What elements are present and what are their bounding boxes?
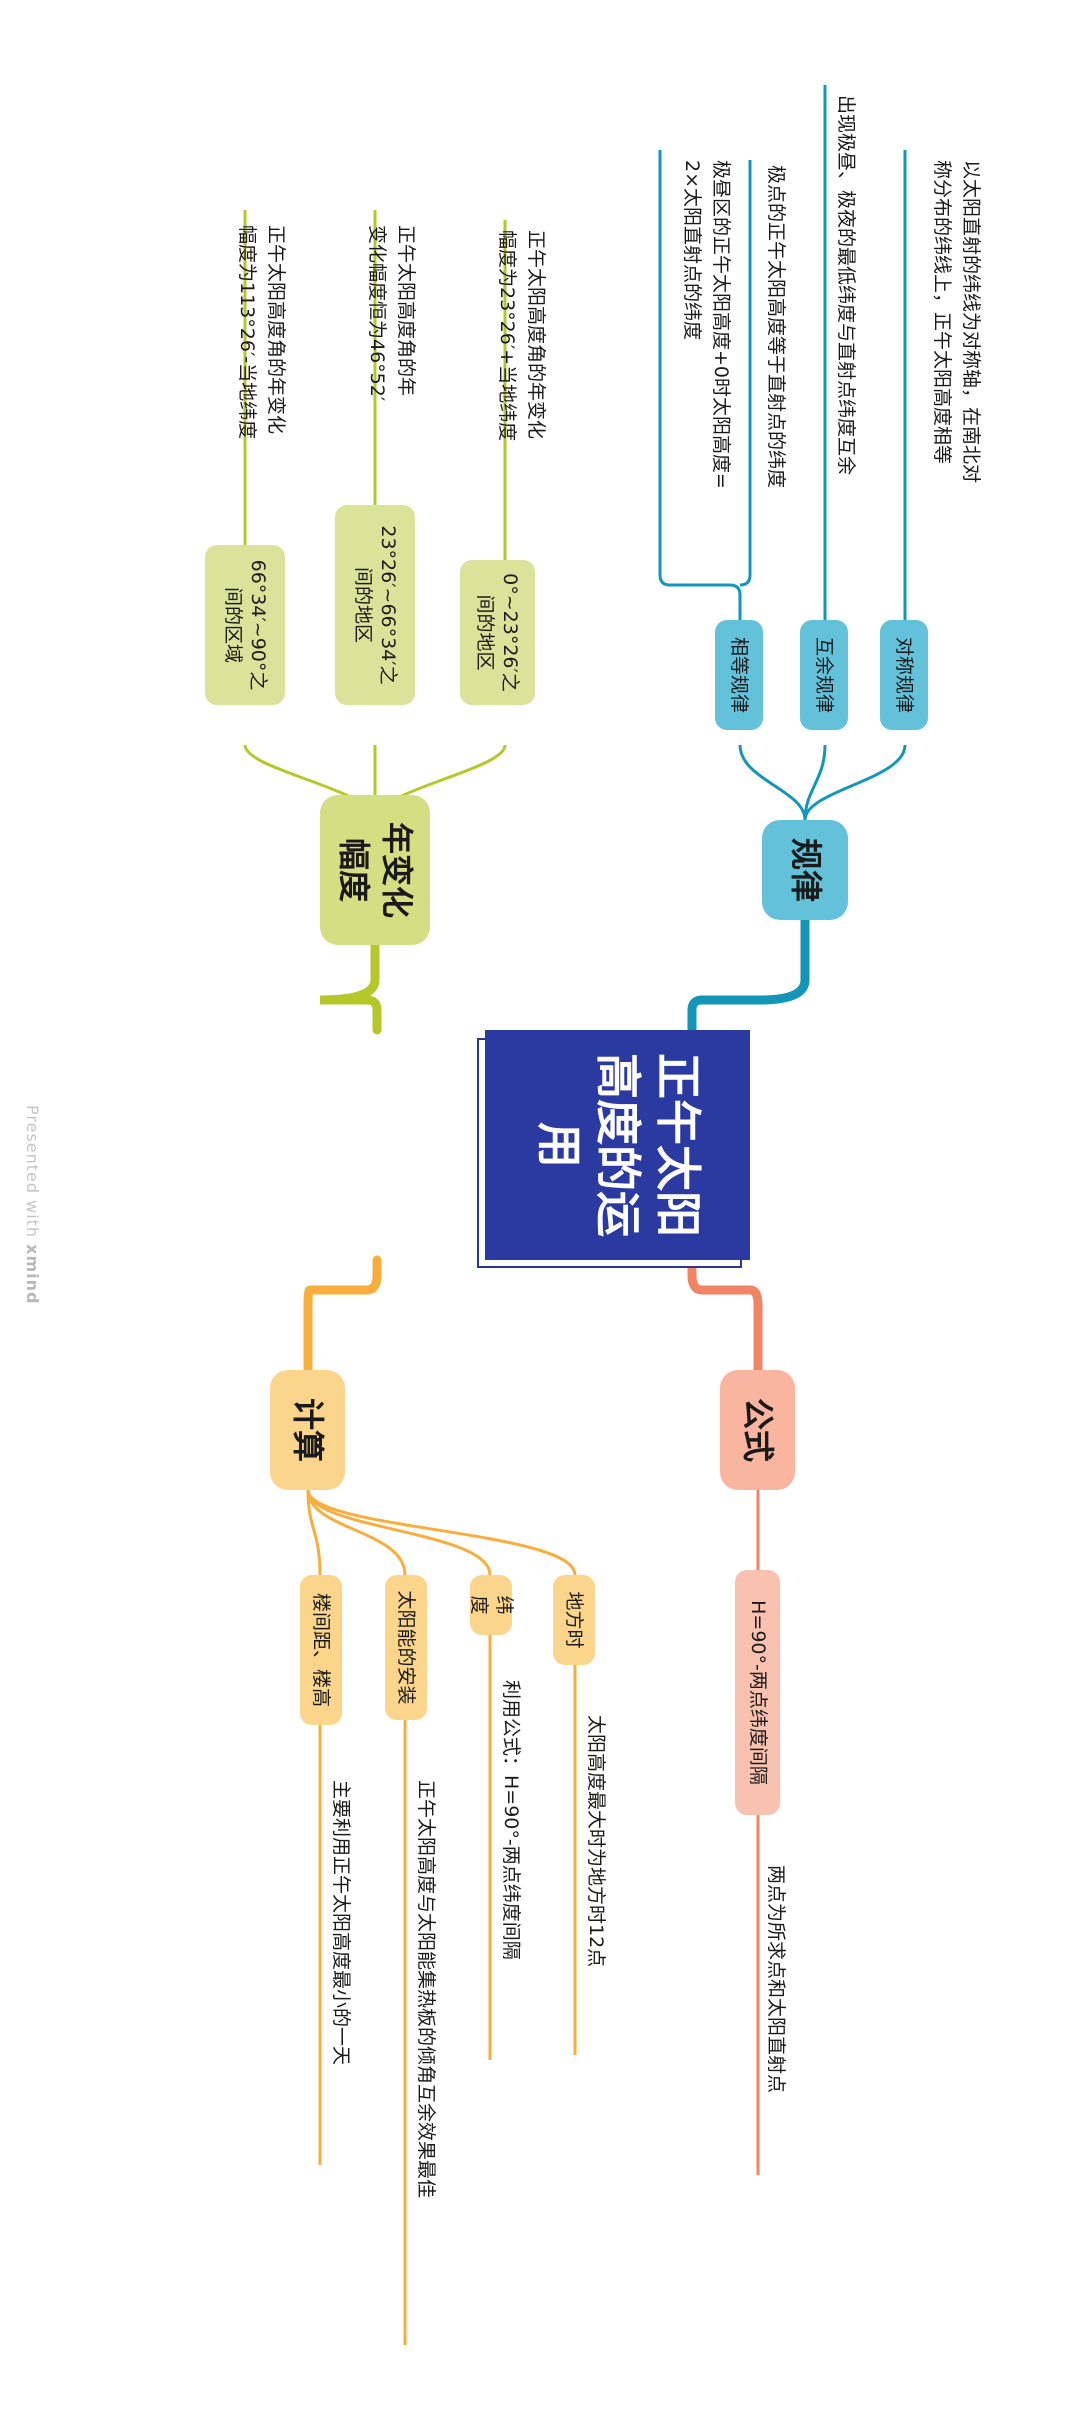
subtopic-difangshi[interactable]: 地方时 <box>553 1575 595 1665</box>
topic-jisuan[interactable]: 计算 <box>270 1370 345 1490</box>
leaf-nianbian-b-detail: 正午太阳高度角的年 变化幅度恒为46°52′ <box>365 225 417 402</box>
connector-center-nianbian <box>319 915 382 1035</box>
leaf-xiangdeng-detail: 极点的正午太阳高度等于直射点的纬度 <box>765 165 787 489</box>
subtopic-nianbian-c[interactable]: 66°34′~90°之间的区域 <box>205 545 285 705</box>
connector-jisuan-a <box>306 1489 577 1576</box>
xmind-watermark: Presented with xmind <box>23 1105 42 1304</box>
leaf-duicheng-detail: 以太阳直射的纬线为对称轴，在南北对 称分布的纬线上，正午太阳高度相等 <box>930 160 982 484</box>
connector-center-guilv <box>687 915 810 1035</box>
central-topic[interactable]: 正午太阳高度的运用 <box>485 1030 750 1260</box>
subtopic-huyu[interactable]: 互余规律 <box>800 620 848 730</box>
subtopic-weidu[interactable]: 纬度 <box>468 1575 515 1635</box>
subtopic-loujianju[interactable]: 楼间距、楼高 <box>300 1575 342 1725</box>
connector-jisuan-b <box>306 1489 492 1576</box>
topic-gongshi[interactable]: 公式 <box>720 1370 795 1490</box>
subtopic-duicheng[interactable]: 对称规律 <box>880 620 928 730</box>
connector-jisuan-d <box>306 1489 322 1576</box>
subtopic-xiangdeng[interactable]: 相等规律 <box>715 620 763 730</box>
subtopic-gongshi-h[interactable]: H=90°-两点纬度间隔 <box>735 1570 780 1815</box>
leaf-taiyangneng-detail: 正午太阳高度与太阳能集热板的倾角互余效果最佳 <box>415 1780 437 2199</box>
leaf-loujianju-detail: 主要利用正午太阳高度最小的一天 <box>330 1780 352 2066</box>
leaf-huyu-detail: 出现极昼、极夜的最低纬度与直射点纬度互余 <box>835 95 857 476</box>
connector-guilv-huyu <box>803 744 827 821</box>
connector-center-gongshi <box>687 1255 763 1375</box>
leaf-jizhou-detail: 极昼区的正午太阳高度+0时太阳高度= 2×太阳直射点的纬度 <box>680 160 732 489</box>
connector-guilv-xiangdeng <box>738 744 807 821</box>
connector-guilv-duicheng <box>803 744 907 821</box>
leaf-gongshi-detail: 两点为所求点和太阳直射点 <box>765 1865 787 2094</box>
watermark-brand: xmind <box>23 1244 42 1305</box>
connector-center-jisuan <box>303 1255 382 1375</box>
subtopic-nianbian-a[interactable]: 0°~23°26′之间的地区 <box>460 560 535 705</box>
leaf-nianbian-a-detail: 正午太阳高度角的年变化 幅度为23°26′+当地纬度 <box>495 230 547 442</box>
connector-xiangdeng-leaf <box>658 150 752 675</box>
watermark-prefix: Presented with <box>23 1105 42 1245</box>
leaf-difangshi-detail: 太阳高度最大时为地方时12点 <box>585 1715 607 1968</box>
topic-guilv[interactable]: 规律 <box>762 820 848 920</box>
leaf-nianbian-c-detail: 正午太阳高度角的年变化 幅度为113°26′-当地纬度 <box>235 225 287 440</box>
connector-jisuan-c <box>306 1489 407 1576</box>
topic-nianbian[interactable]: 年变化幅度 <box>320 795 430 945</box>
subtopic-taiyangneng[interactable]: 太阳能的安装 <box>385 1575 427 1720</box>
leaf-weidu-detail: 利用公式：H=90°-两点纬度间隔 <box>500 1680 522 1960</box>
subtopic-nianbian-b[interactable]: 23°26′~66°34′之间的地区 <box>335 505 415 705</box>
